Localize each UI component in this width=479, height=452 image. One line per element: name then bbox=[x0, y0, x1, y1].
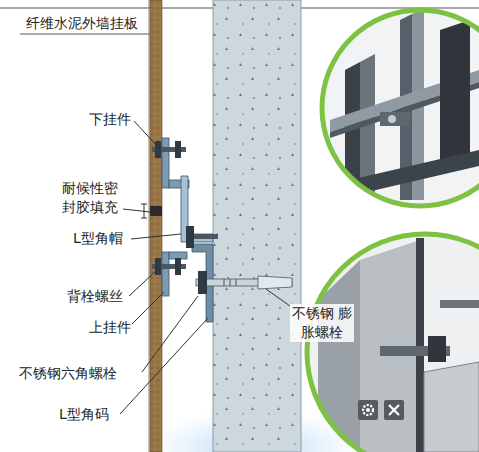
part-label: L型角帽 bbox=[72, 229, 124, 248]
part-label: 下挂件 bbox=[88, 110, 132, 129]
part-label: 耐候性密 封胶填充 bbox=[58, 179, 122, 217]
part-label: 不锈钢六角螺栓 bbox=[18, 364, 118, 383]
part-label: 纤维水泥外墙挂板 bbox=[25, 14, 139, 33]
part-label: L型角码 bbox=[58, 405, 110, 424]
part-label: 背栓螺丝 bbox=[66, 287, 124, 306]
part-label: 不锈钢 膨胀螺栓 bbox=[290, 304, 354, 342]
part-label: 上挂件 bbox=[88, 318, 132, 337]
